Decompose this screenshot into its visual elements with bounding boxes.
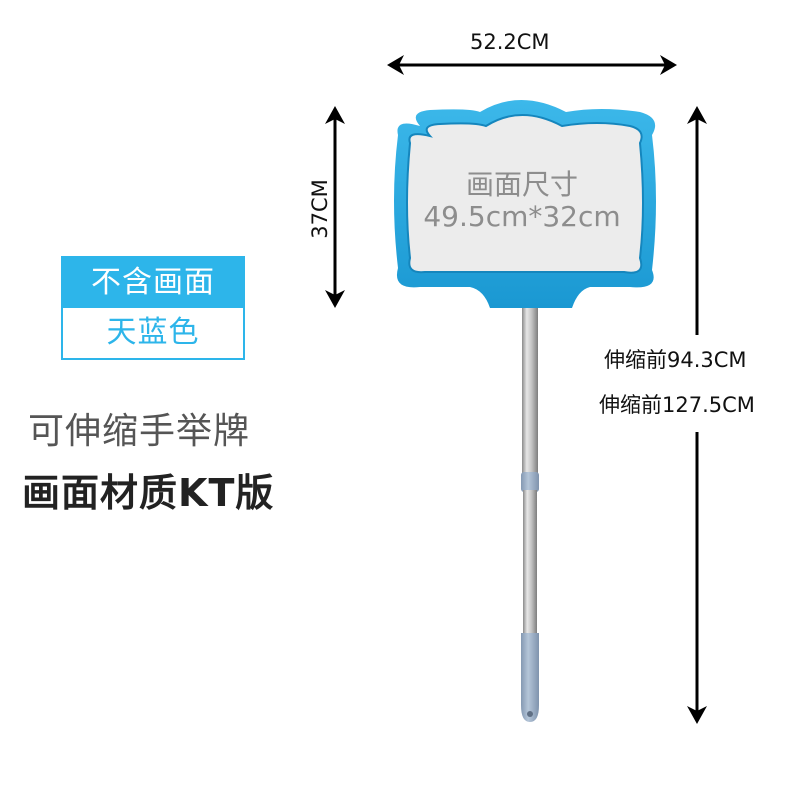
height-label: 37CM	[308, 179, 332, 239]
product-material: 画面材质KT版	[22, 471, 275, 515]
length-retracted-label: 伸缩前94.3CM	[604, 348, 747, 372]
product-title: 可伸缩手举牌	[28, 411, 251, 452]
color-badge: 不含画面 天蓝色	[61, 256, 245, 360]
width-arrow-icon	[387, 55, 677, 75]
badge-color-label: 天蓝色	[106, 315, 200, 350]
sign-size: 49.5cm*32cm	[423, 200, 621, 233]
width-label: 52.2CM	[470, 30, 550, 54]
badge-no-print-label: 不含画面	[63, 258, 243, 308]
sign-frame	[394, 100, 656, 308]
length-extended-label: 伸缩前127.5CM	[599, 393, 755, 417]
length-arrow-icon	[687, 106, 707, 724]
sign-title: 画面尺寸	[465, 168, 578, 201]
height-arrow-icon	[325, 106, 345, 308]
telescopic-pole	[521, 305, 539, 722]
